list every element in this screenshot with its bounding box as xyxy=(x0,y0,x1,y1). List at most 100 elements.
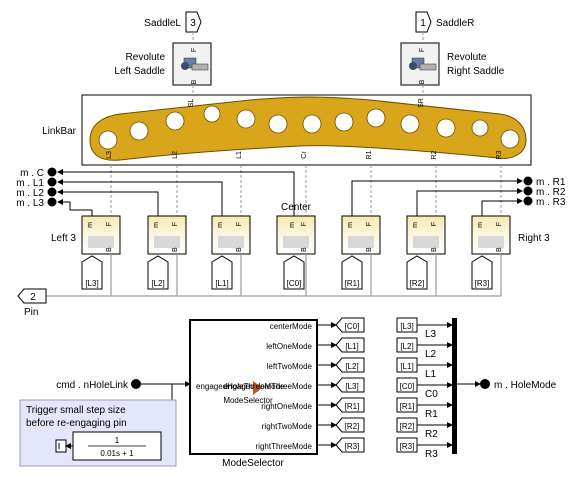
pin-label: Pin xyxy=(24,307,38,318)
mux-from-l1[interactable]: [L1] xyxy=(396,357,418,373)
transfer-function-block[interactable]: 1 0.01s + 1 xyxy=(72,431,162,461)
port-f: F xyxy=(431,222,438,226)
mode-selector-block[interactable]: centerMode leftOneMode leftTwoMode engag… xyxy=(189,319,318,455)
output-right-two-mode: rightTwoMode xyxy=(262,422,313,431)
pin-drops xyxy=(110,254,502,296)
linkbar-port-sl: SL xyxy=(188,99,195,108)
revolute-left-saddle-block[interactable]: F B xyxy=(172,42,212,86)
port-m: m xyxy=(87,222,94,228)
from-tag-c0-text: [C0] xyxy=(287,279,302,288)
revolute-right-title-1: Revolute xyxy=(447,52,487,63)
output-port-m-l3-label: m . L3 xyxy=(16,198,44,209)
output-port-m-r3-label: m . R3 xyxy=(536,197,566,208)
prismatic-joint-right-3[interactable]: m F B xyxy=(471,215,511,255)
joint-mode-from-tags: [L3] [L2] [L1] [C0] [R1] [R2] [R3] xyxy=(81,255,493,290)
input-cmd-nholelink[interactable] xyxy=(131,379,141,389)
port-b: B xyxy=(301,247,308,252)
from-tag-l3[interactable]: [L3] xyxy=(81,255,103,290)
prismatic-joint-left-1[interactable]: m F B xyxy=(211,215,251,255)
output-left-two-mode: leftTwoMode xyxy=(267,362,313,371)
output-port-m-r3[interactable]: m . R3 xyxy=(523,196,566,209)
input-cmd-nholelink-label: cmd . nHoleLink xyxy=(56,380,129,391)
goto-tag-l1-text: [L1] xyxy=(345,342,358,351)
output-port-m-r1[interactable]: m . R1 xyxy=(523,176,566,189)
mux-signal-r3: R3 xyxy=(425,449,438,460)
port-m: m xyxy=(412,222,419,228)
output-port-m-l2[interactable]: m . L2 xyxy=(16,187,57,200)
linkbar-holes xyxy=(98,105,520,150)
linkbar-port-r3: R3 xyxy=(496,150,503,159)
revolute-left-title-2: Left Saddle xyxy=(114,66,165,77)
output-m-holemode[interactable] xyxy=(480,379,490,389)
left-3-label: Left 3 xyxy=(51,233,76,244)
port-f: F xyxy=(496,222,503,226)
revolute-icon xyxy=(409,57,437,71)
output-port-m-c[interactable]: m . C xyxy=(20,167,57,180)
stateflow-icon xyxy=(253,381,262,395)
mux-signal-r2: R2 xyxy=(425,429,438,440)
output-port-m-r2[interactable]: m . R2 xyxy=(523,186,566,199)
goto-tag-r1[interactable]: [R1] xyxy=(335,397,365,413)
mux-signal-c0: C0 xyxy=(425,389,438,400)
output-port-m-l2-label: m . L2 xyxy=(16,188,44,199)
from-tag-l1-text: [L1] xyxy=(215,279,228,288)
from-tag-l2[interactable]: [L2] xyxy=(147,255,169,290)
linkbar-port-cr: Cr xyxy=(301,151,308,159)
linkbar-port-l1: L1 xyxy=(236,151,243,159)
mux-from-l2-text: [L2] xyxy=(400,342,413,351)
output-center-mode: centerMode xyxy=(270,322,313,331)
pin-port[interactable]: 2 xyxy=(17,288,47,304)
prismatic-joint-left-3[interactable]: m F B xyxy=(81,215,121,255)
from-tag-r1[interactable]: [R1] xyxy=(341,255,363,290)
linkbar-block[interactable]: SL SR L3 L2 L1 Cr R1 R2 R3 xyxy=(81,94,532,166)
mux-from-l2[interactable]: [L2] xyxy=(396,337,418,353)
output-port-m-l3[interactable]: m . L3 xyxy=(16,197,57,210)
from-tag-r3[interactable]: [R3] xyxy=(471,255,493,290)
from-tag-c0[interactable]: [C0] xyxy=(283,255,305,290)
mux-from-r3[interactable]: [R3] xyxy=(396,437,418,453)
tf-numerator: 1 xyxy=(115,436,120,445)
revolute-left-title-1: Revolute xyxy=(126,52,166,63)
from-tag-l2-text: [L2] xyxy=(151,279,164,288)
center-label: Center xyxy=(281,202,312,213)
prismatic-joint-right-2[interactable]: m F B xyxy=(406,215,446,255)
port-f: F xyxy=(236,222,243,226)
mux-from-r1[interactable]: [R1] xyxy=(396,397,418,413)
goto-tag-l2[interactable]: [L2] xyxy=(335,357,365,373)
mux-from-r2[interactable]: [R2] xyxy=(396,417,418,433)
goto-tag-c0[interactable]: [C0] xyxy=(335,317,365,333)
goto-tag-c0-text: [C0] xyxy=(345,322,360,331)
mux-block[interactable] xyxy=(452,318,457,454)
mode-selector-inner-name: ModeSelector xyxy=(223,396,273,405)
terminator-block[interactable] xyxy=(55,439,67,453)
goto-tag-r1-text: [R1] xyxy=(345,402,360,411)
revolute-right-saddle-block[interactable]: F B xyxy=(400,42,440,86)
prismatic-joint-center[interactable]: m F B xyxy=(276,215,316,255)
prismatic-joint-right-1[interactable]: m F B xyxy=(341,215,381,255)
goto-tag-l3[interactable]: [L3] xyxy=(335,377,365,393)
goto-tag-r3[interactable]: [R3] xyxy=(335,437,365,453)
prismatic-joint-left-2[interactable]: m F B xyxy=(147,215,187,255)
from-tag-r1-text: [R1] xyxy=(345,279,360,288)
right-3-label: Right 3 xyxy=(518,233,550,244)
mux-signal-l2: L2 xyxy=(425,349,437,360)
mux-from-l3[interactable]: [L3] xyxy=(396,317,418,333)
goto-tag-r2[interactable]: [R2] xyxy=(335,417,365,433)
port-m: m xyxy=(289,222,296,228)
port-f: F xyxy=(172,222,179,226)
goto-tag-r3-text: [R3] xyxy=(345,442,360,451)
saddle-right-port[interactable]: 1 xyxy=(415,11,432,33)
linkbar-port-sr: SR xyxy=(418,98,425,108)
output-engaged-hole-three-mode: engagedHoleThreeMode xyxy=(223,382,312,391)
mux-from-c0[interactable]: [C0] xyxy=(396,377,418,393)
saddle-left-port[interactable]: 3 xyxy=(185,11,202,33)
output-port-m-l1[interactable]: m . L1 xyxy=(16,177,57,190)
output-port-m-r2-label: m . R2 xyxy=(536,187,566,198)
goto-tag-l1[interactable]: [L1] xyxy=(335,337,365,353)
from-tag-r2[interactable]: [R2] xyxy=(406,255,428,290)
from-tag-l1[interactable]: [L1] xyxy=(211,255,233,290)
mux-from-l1-text: [L1] xyxy=(400,362,413,371)
mux-from-r1-text: [R1] xyxy=(400,402,415,411)
output-m-holemode-label: m . HoleMode xyxy=(494,380,557,391)
from-tag-r3-text: [R3] xyxy=(475,279,490,288)
